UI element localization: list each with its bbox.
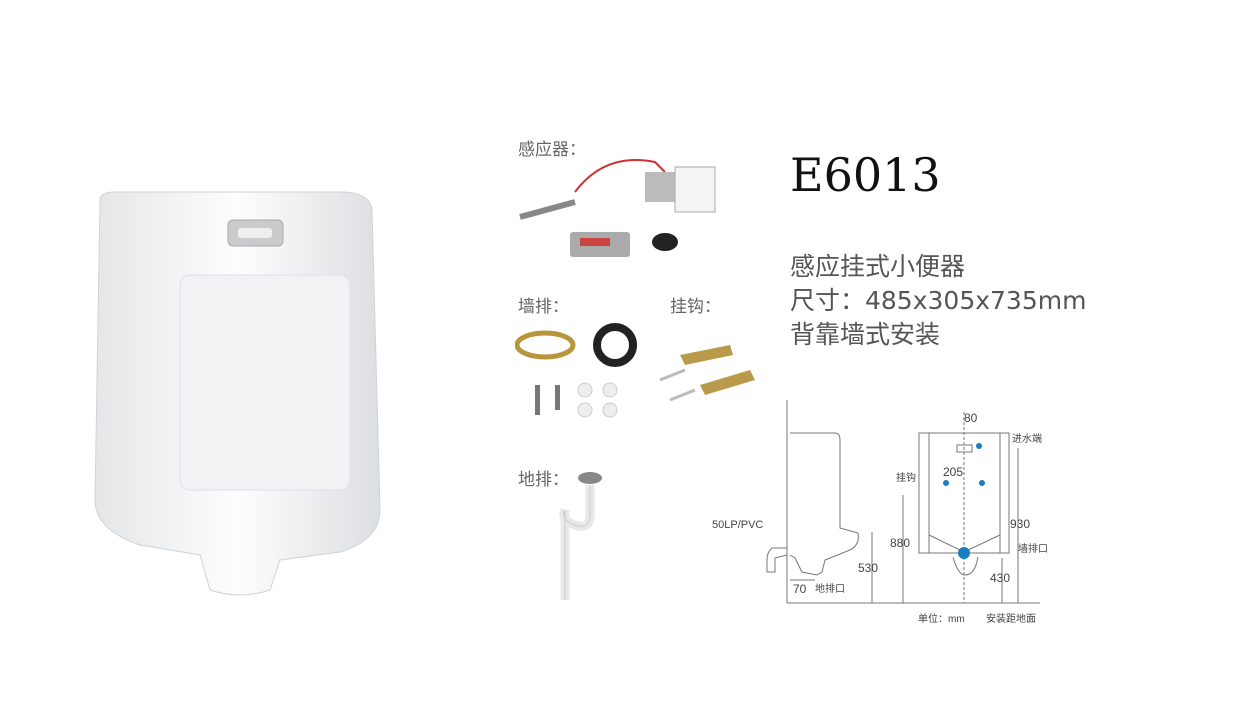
hook-label: 挂钩： <box>670 297 721 317</box>
wall-drain-label: 墙排： <box>518 297 569 317</box>
inlet-label: 进水端 <box>1012 432 1042 445</box>
model-number: E6013 <box>790 148 941 202</box>
wall-drain-kit-image <box>515 323 637 418</box>
pipe-label: 50LP/PVC <box>712 519 763 531</box>
product-name: 感应挂式小便器 <box>790 252 966 281</box>
hook-kit-image <box>659 345 755 402</box>
urinal-photo <box>94 191 381 596</box>
hook-dim-label: 挂钩 <box>896 471 916 484</box>
height-note: 安装距地面 <box>986 612 1036 625</box>
dim-530: 530 <box>858 561 878 575</box>
install-type: 背靠墙式安装 <box>790 320 941 349</box>
dim-70: 70 <box>793 582 807 596</box>
floor-drain-label: 地排： <box>518 470 569 490</box>
sensor-kit-image <box>519 159 716 257</box>
dim-930: 930 <box>1010 517 1030 531</box>
unit-label: 单位：mm <box>918 612 965 625</box>
dimension-drawing: 50LP/PVC 70 地排口 530 880 80 进水端 205 挂钩 93… <box>712 400 1048 625</box>
floor-drain-kit-image <box>559 472 602 600</box>
dim-80: 80 <box>964 411 978 425</box>
sensor-label: 感应器： <box>518 140 586 160</box>
product-size: 尺寸：485x305x735mm <box>790 286 1087 315</box>
wall-outlet-label: 墙排口 <box>1018 542 1048 555</box>
dim-430: 430 <box>990 571 1010 585</box>
dim-880: 880 <box>890 536 910 550</box>
floor-outlet-label: 地排口 <box>815 582 845 595</box>
dim-205: 205 <box>943 465 963 479</box>
